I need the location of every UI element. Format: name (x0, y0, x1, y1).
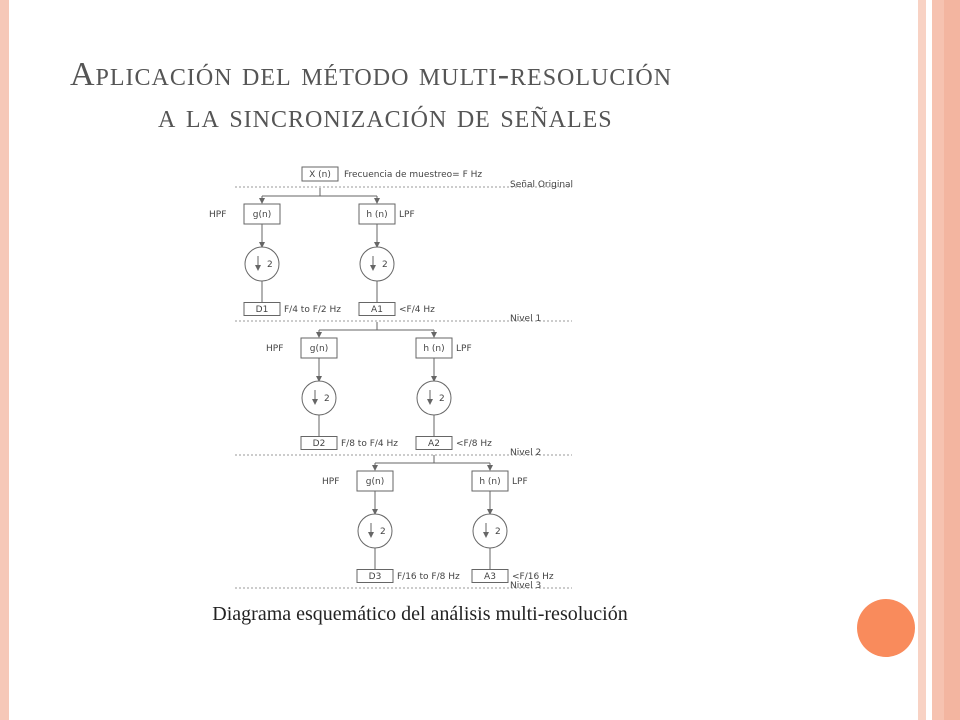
level-label-1: Nivel 1 (510, 314, 541, 324)
lpf-filter-box-2-label: h (n) (423, 344, 444, 354)
detail-range-1: F/4 to F/2 Hz (284, 305, 341, 315)
slide-title: Aplicación del método multi-resolución a… (70, 54, 890, 138)
downsample-left-1-label: 2 (267, 260, 273, 270)
detail-box-2 (300, 436, 338, 450)
downsample-left-1 (244, 246, 280, 282)
right-strip-3 (944, 0, 960, 720)
downsample-right-3-label: 2 (495, 527, 501, 537)
diagram-caption: Diagrama esquemático del análisis multi-… (212, 603, 628, 625)
approx-box-1-label: A1 (371, 305, 383, 315)
downsample-left-3-label: 2 (380, 527, 386, 537)
right-strip-gap (926, 0, 932, 720)
level-label-original: Señal Original (510, 180, 573, 190)
approx-range-1: <F/4 Hz (399, 305, 435, 315)
approx-box-1 (358, 302, 396, 316)
lpf-label-2: LPF (456, 344, 472, 354)
title-line-1: Aplicación del método multi-resolución (70, 56, 673, 93)
downsample-right-2 (416, 380, 452, 416)
right-strip-2 (932, 0, 944, 720)
right-strip-1 (918, 0, 926, 720)
left-border (0, 0, 9, 720)
detail-box-1 (243, 302, 281, 316)
downsample-left-2 (301, 380, 337, 416)
approx-box-2 (415, 436, 453, 450)
lpf-filter-box-1-label: h (n) (366, 210, 387, 220)
approx-box-3-label: A3 (484, 572, 496, 582)
hpf-filter-box-2-label: g(n) (310, 344, 328, 354)
detail-box-3-label: D3 (369, 572, 382, 582)
detail-box-2-label: D2 (313, 439, 326, 449)
detail-range-2: F/8 to F/4 Hz (341, 439, 398, 449)
level-label-3: Nivel 3 (510, 581, 541, 591)
downsample-right-1-label: 2 (382, 260, 388, 270)
title-line-2: a la sincronización de señales (158, 98, 613, 135)
downsample-left-2-label: 2 (324, 394, 330, 404)
sampling-note: Frecuencia de muestreo= F Hz (344, 170, 482, 180)
downsample-right-1 (359, 246, 395, 282)
approx-box-2-label: A2 (428, 439, 440, 449)
detail-box-3 (356, 569, 394, 583)
downsample-right-3 (472, 513, 508, 549)
hpf-label-2: HPF (266, 344, 283, 354)
approx-range-2: <F/8 Hz (456, 439, 492, 449)
hpf-filter-box-1-label: g(n) (253, 210, 271, 220)
detail-box-1-label: D1 (256, 305, 269, 315)
lpf-filter-box-3-label: h (n) (479, 477, 500, 487)
lpf-label-1: LPF (399, 210, 415, 220)
level-label-2: Nivel 2 (510, 448, 541, 458)
hpf-label-1: HPF (209, 210, 226, 220)
approx-range-3: <F/16 Hz (512, 572, 554, 582)
root-box-label: X (n) (309, 170, 331, 180)
approx-box-3 (471, 569, 509, 583)
lpf-label-3: LPF (512, 477, 528, 487)
downsample-left-3 (357, 513, 393, 549)
detail-range-3: F/16 to F/8 Hz (397, 572, 460, 582)
hpf-filter-box-3-label: g(n) (366, 477, 384, 487)
decorative-circle (857, 599, 915, 657)
hpf-label-3: HPF (322, 477, 339, 487)
downsample-right-2-label: 2 (439, 394, 445, 404)
root-box (301, 166, 339, 182)
